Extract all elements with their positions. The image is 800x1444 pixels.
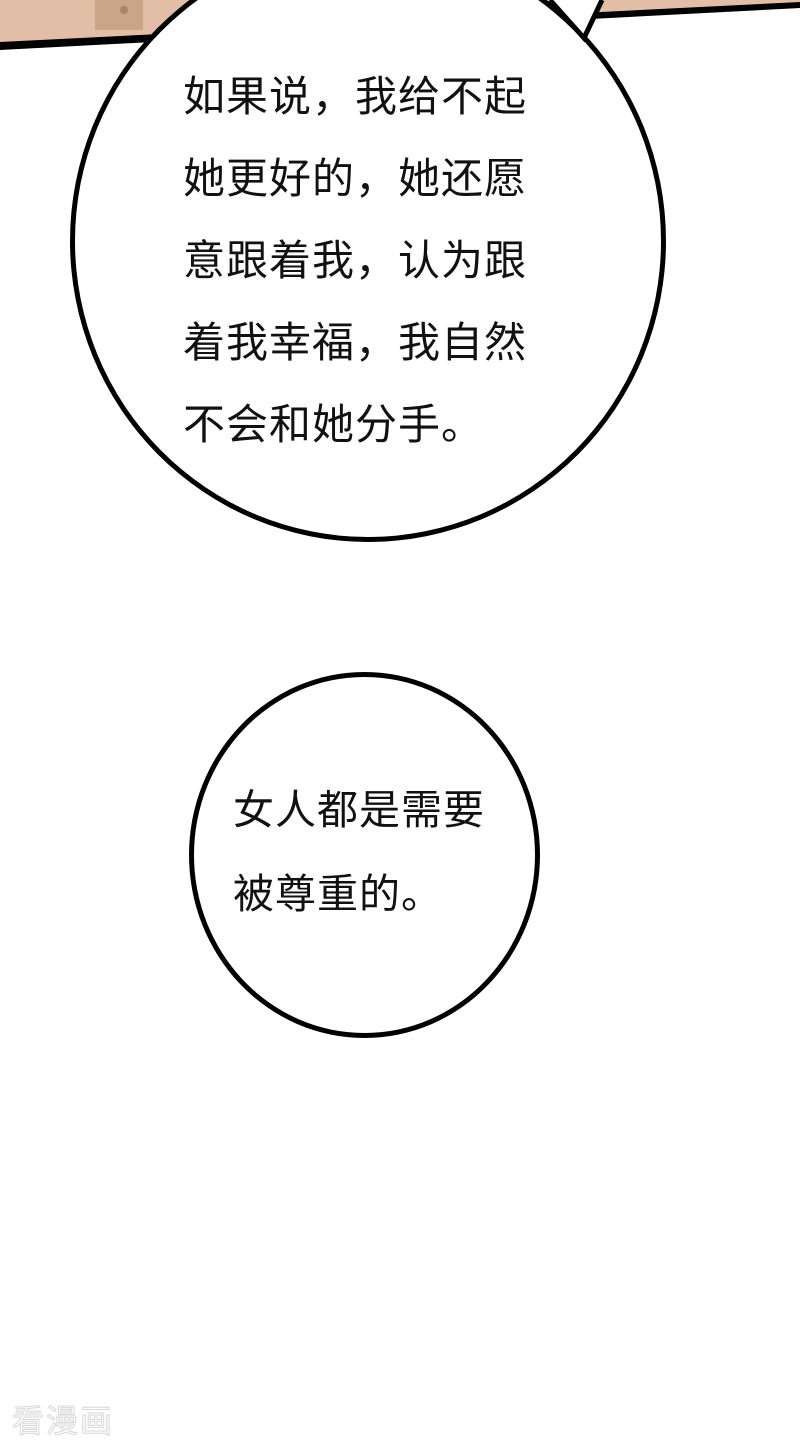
dialogue-line: 她更好的，她还愿 [183, 154, 528, 203]
panel-door-detail [95, 0, 143, 30]
dialogue-line: 女人都是需要 [233, 786, 485, 834]
dialogue-line: 被尊重的。 [233, 870, 443, 918]
dialogue-line: 着我幸福，我自然 [183, 318, 528, 367]
dialogue-line: 意跟着我，认为跟 [183, 236, 528, 285]
speech-bubble-2-text: 女人都是需要 被尊重的。 [233, 768, 485, 936]
speech-bubble-1-text: 如果说，我给不起 她更好的，她还愿 意跟着我，认为跟 着我幸福，我自然 不会和她… [183, 56, 527, 466]
speech-bubble-1 [70, 0, 666, 542]
speech-bubble-tail [548, 0, 605, 43]
dialogue-line: 不会和她分手。 [183, 400, 485, 449]
speech-bubble-2 [189, 672, 540, 1038]
dialogue-line: 如果说，我给不起 [183, 72, 528, 121]
watermark-logo: 看漫画 [11, 1402, 115, 1441]
panel-knob-detail [120, 6, 128, 14]
